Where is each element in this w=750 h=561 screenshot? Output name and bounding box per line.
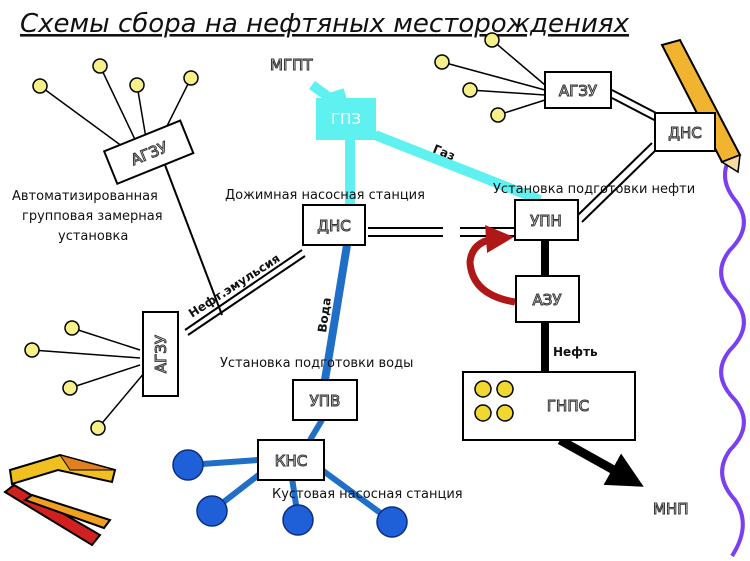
dns-center-label: ДНС	[317, 217, 350, 235]
well-icon	[434, 54, 450, 70]
tank-icon	[474, 404, 492, 422]
azu-label: АЗУ	[532, 291, 561, 309]
wells-agzu-top	[32, 58, 199, 153]
oil-lines	[541, 240, 644, 487]
injection-well-icon	[196, 495, 228, 527]
tank-icon	[496, 404, 514, 422]
kns-desc: Кустовая насосная станция	[272, 487, 463, 502]
kns-node[interactable]: КНС	[257, 439, 325, 481]
well-icon	[490, 107, 506, 123]
upv-node[interactable]: УПВ	[292, 379, 358, 421]
dns-desc: Дожимная насосная станция	[225, 188, 425, 203]
upv-label: УПВ	[310, 392, 341, 410]
upv-desc: Установка подготовки воды	[220, 356, 413, 371]
injection-well-icon	[376, 506, 408, 538]
gpz-node[interactable]: ГПЗ	[316, 98, 376, 140]
well-icon	[64, 320, 80, 336]
dns-right-label: ДНС	[668, 124, 701, 142]
oil-label: Нефть	[553, 345, 598, 359]
well-icon	[62, 380, 78, 396]
wells-agzu-right	[434, 32, 546, 123]
well-icon	[92, 58, 108, 74]
page-title: Схемы сбора на нефтяных месторождениях	[20, 9, 630, 39]
tank-icon	[496, 380, 514, 398]
water-label: Вода	[315, 297, 334, 334]
mnp-label: МНП	[653, 500, 689, 518]
wavy-border	[719, 148, 746, 558]
water-lines	[172, 244, 408, 538]
tank-icon	[474, 380, 492, 398]
injection-well-icon	[172, 449, 204, 481]
emulsion-label: Нефт.эмульсия	[186, 251, 282, 320]
agzu-desc-line3: установка	[58, 229, 128, 244]
dns-right-node[interactable]: ДНС	[654, 112, 716, 152]
agzu-left-node[interactable]: АГЗУ	[142, 311, 179, 397]
agzu-top-node[interactable]: АГЗУ	[102, 119, 195, 186]
well-icon	[32, 78, 48, 94]
well-icon	[462, 82, 478, 98]
upn-label: УПН	[530, 212, 562, 230]
well-icon	[24, 342, 40, 358]
gnps-node[interactable]: ГНПС	[462, 371, 636, 441]
upn-node[interactable]: УПН	[514, 199, 579, 241]
pencils-bottom-left-icon	[3, 453, 117, 547]
kns-label: КНС	[275, 452, 307, 470]
emulsion-pipeline	[164, 89, 661, 336]
well-icon	[484, 32, 500, 48]
agzu-left-label: АГЗУ	[152, 335, 170, 373]
agzu-right-node[interactable]: АГЗУ	[544, 71, 612, 109]
mgpt-label: МГПТ	[270, 56, 313, 74]
well-icon	[183, 70, 199, 86]
wells-agzu-left	[24, 320, 146, 436]
upn-desc: Установка подготовки нефти	[493, 182, 695, 197]
well-icon	[129, 77, 145, 93]
agzu-desc-line1: Автоматизированная	[12, 189, 158, 204]
pencil-top-right-icon	[660, 38, 742, 174]
recycle-arrow	[466, 225, 516, 306]
gnps-label: ГНПС	[547, 397, 589, 415]
dns-center-node[interactable]: ДНС	[302, 204, 366, 246]
agzu-desc-line2: групповая замерная	[22, 209, 163, 224]
well-icon	[90, 420, 106, 436]
gpz-label: ГПЗ	[331, 110, 361, 128]
agzu-right-label: АГЗУ	[559, 82, 597, 100]
azu-node[interactable]: АЗУ	[515, 275, 580, 323]
injection-well-icon	[282, 504, 314, 536]
